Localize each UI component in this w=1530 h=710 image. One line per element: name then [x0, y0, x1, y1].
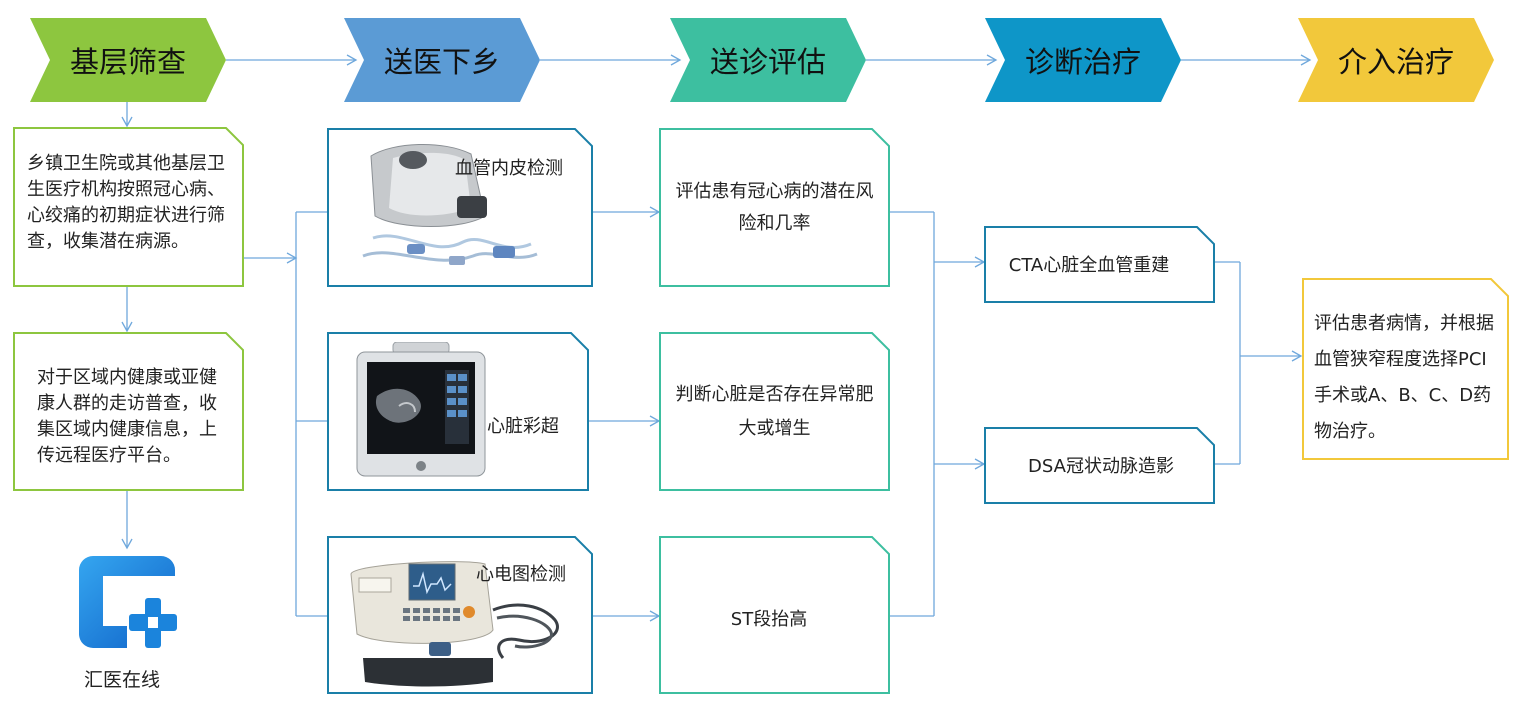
- stage-intervention-shape: [1298, 18, 1494, 102]
- screening-box-township: 乡镇卫生院或其他基层卫生医疗机构按照冠心病、心绞痛的初期症状进行筛查，收集潜在病…: [13, 127, 244, 287]
- arrowhead-stage-link-4: [1300, 54, 1312, 66]
- stage-evaluation: 送诊评估: [670, 18, 866, 102]
- device-label-vascular: 血管内皮检测: [455, 158, 563, 179]
- arrowhead-stage-link-3: [986, 54, 998, 66]
- ecg-machine: [350, 561, 559, 687]
- screening-box-survey: 对于区域内健康或亚健康人群的走访普查，收集区域内健康信息，上传远程医疗平台。: [13, 332, 244, 491]
- stage-screening-shape: [30, 18, 226, 102]
- diagnosis-box-dsa: DSA冠状动脉造影: [984, 427, 1215, 504]
- stage-diagnosis-shape: [985, 18, 1181, 102]
- evaluation-box-risk: 评估患有冠心病的潜在风险和几率: [659, 128, 890, 287]
- stage-doctor-visit: 送医下乡: [344, 18, 540, 102]
- arrowhead-screening-down-3: [121, 538, 133, 550]
- stage-doctor-visit-label: 送医下乡: [383, 45, 500, 79]
- device-box-vascular: 血管内皮检测: [327, 128, 593, 287]
- screening-box-survey-text: 对于区域内健康或亚健康人群的走访普查，收集区域内健康信息，上传远程医疗平台。: [37, 367, 217, 466]
- arrowhead-stage-link-1: [346, 54, 358, 66]
- logo-label: 汇医在线: [84, 669, 161, 691]
- stage-evaluation-shape: [670, 18, 866, 102]
- stage-intervention: 介入治疗: [1298, 18, 1494, 102]
- diagnosis-text-dsa: DSA冠状动脉造影: [1028, 456, 1174, 477]
- stage-intervention-label: 介入治疗: [1337, 45, 1454, 79]
- stage-evaluation-label: 送诊评估: [709, 45, 826, 79]
- evaluation-text-heart-size: 判断心脏是否存在异常肥大或增生: [675, 383, 874, 439]
- evaluation-text-st: ST段抬高: [730, 609, 808, 630]
- arrowhead-screening-down-2: [121, 321, 133, 333]
- stage-screening-label: 基层筛查: [69, 45, 186, 79]
- stage-diagnosis-label: 诊断治疗: [1024, 45, 1141, 79]
- arrowhead-diag-to-intervention: [1291, 350, 1303, 362]
- evaluation-box-st: ST段抬高: [659, 536, 890, 694]
- intervention-box: 评估患者病情，并根据血管狭窄程度选择PCI手术或A、B、C、D药物治疗。: [1302, 278, 1509, 460]
- diagnosis-text-cta: CTA心脏全血管重建: [1008, 255, 1170, 276]
- stage-doctor-visit-shape: [344, 18, 540, 102]
- screening-box-township-text: 乡镇卫生院或其他基层卫生医疗机构按照冠心病、心绞痛的初期症状进行筛查，收集潜在病…: [27, 153, 225, 252]
- arrowhead-screening-down-1: [121, 116, 133, 128]
- diagnosis-box-cta: CTA心脏全血管重建: [984, 226, 1215, 303]
- device-box-ecg: 心电图检测: [327, 536, 593, 694]
- vascular-endothelium-device: [362, 143, 538, 265]
- device-label-ultrasound: 心脏彩超: [487, 416, 559, 437]
- stage-screening: 基层筛查: [30, 18, 226, 102]
- huiyi-logo-icon: [79, 556, 181, 652]
- ultrasound-monitor: [356, 342, 486, 477]
- device-label-ecg: 心电图检测: [476, 564, 566, 585]
- evaluation-text-risk: 评估患有冠心病的潜在风险和几率: [675, 180, 874, 234]
- device-box-ultrasound: 心脏彩超: [327, 332, 589, 491]
- stage-diagnosis: 诊断治疗: [985, 18, 1181, 102]
- evaluation-box-heart-size: 判断心脏是否存在异常肥大或增生: [659, 332, 890, 491]
- arrowhead-stage-link-2: [670, 54, 682, 66]
- intervention-text: 评估患者病情，并根据血管狭窄程度选择PCI手术或A、B、C、D药物治疗。: [1314, 313, 1494, 442]
